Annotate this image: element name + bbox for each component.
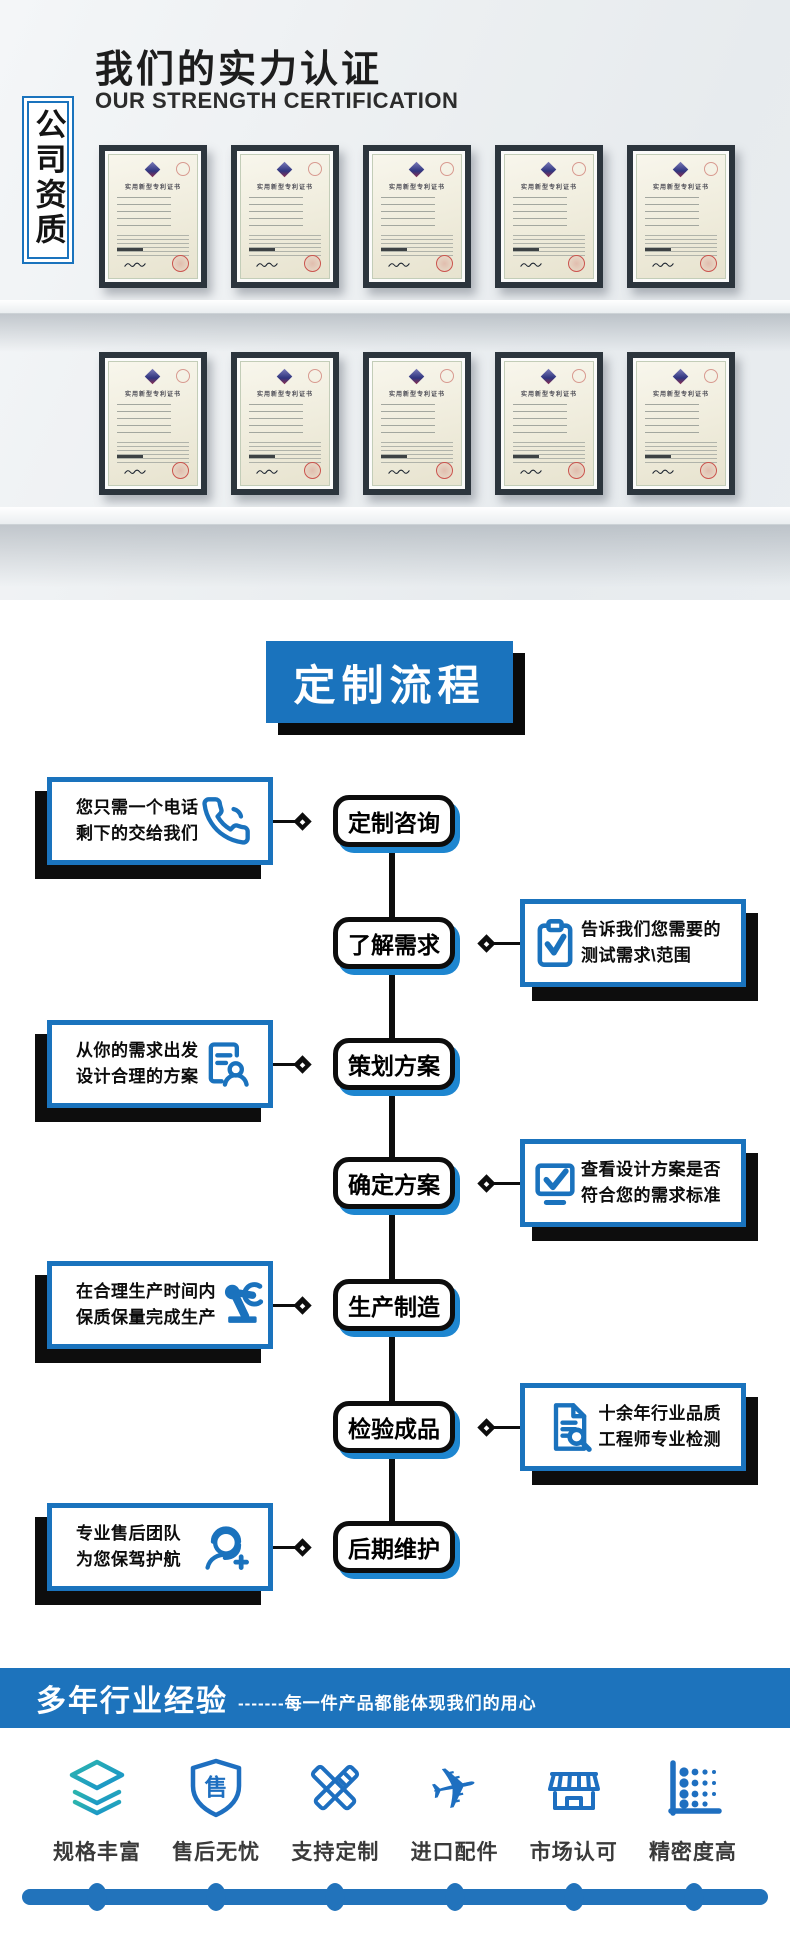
flow-connector: [494, 1182, 520, 1185]
signature-icon: [388, 469, 410, 474]
flow-step-box-5: 在合理生产时间内 保质保量完成生产: [35, 1261, 273, 1363]
crossed-tools-icon: [278, 1752, 392, 1826]
feature-item: 精密度高: [636, 1752, 750, 1866]
certificate-frame: 实用新型专利证书: [99, 145, 207, 288]
page-subtitle: OUR STRENGTH CERTIFICATION: [95, 88, 459, 113]
connector-diamond-icon: [293, 1296, 312, 1315]
document-user-icon: [200, 1038, 252, 1090]
feature-item: 支持定制: [278, 1752, 392, 1866]
signature-icon: [520, 262, 542, 267]
certificate-seal: [116, 248, 190, 272]
timeline-dot: [87, 1883, 107, 1911]
certificate-frame: 实用新型专利证书: [363, 352, 471, 495]
flow-connector: [273, 1304, 299, 1307]
experience-tagline: -------每一件产品都能体现我们的用心: [238, 1693, 537, 1713]
feature-label: 精密度高: [648, 1841, 737, 1864]
flow-node-7: 后期维护: [333, 1521, 455, 1573]
feature-item: 规格丰富: [40, 1752, 154, 1866]
timeline-dot: [445, 1883, 465, 1911]
flow-node-4: 确定方案: [333, 1157, 455, 1209]
flow-step-box-1: 您只需一个电话 剩下的交给我们: [35, 777, 273, 879]
feature-label: 售后无忧: [172, 1841, 261, 1864]
certificate-frame: 实用新型专利证书: [99, 352, 207, 495]
experience-heading: 多年行业经验: [36, 1685, 228, 1718]
screen-check-icon: [529, 1157, 581, 1209]
flow-node-6: 检验成品: [333, 1401, 455, 1453]
certificate-frame: 实用新型专利证书: [627, 352, 735, 495]
flow-banner: 定制流程: [266, 641, 513, 723]
feature-item: 售 售后无忧: [159, 1752, 273, 1866]
flow-node-2: 了解需求: [333, 917, 455, 969]
timeline-dot: [684, 1883, 704, 1911]
flow-connector: [494, 1426, 520, 1429]
certificate-frame: 实用新型专利证书: [495, 352, 603, 495]
connector-diamond-icon: [293, 812, 312, 831]
flow-connector: [273, 1546, 299, 1549]
connector-diamond-icon: [293, 1055, 312, 1074]
signature-icon: [652, 469, 674, 474]
clipboard-check-icon: [529, 917, 581, 969]
connector-diamond-icon: [293, 1538, 312, 1557]
flow-node-1: 定制咨询: [333, 795, 455, 847]
certificate-paper: 实用新型专利证书: [108, 154, 198, 279]
certificate-title: 实用新型专利证书: [124, 185, 181, 191]
timeline-dot: [564, 1883, 584, 1911]
company-qualification-label: 公司资质: [30, 108, 66, 248]
flow-step-box-7: 专业售后团队 为您保驾护航: [35, 1503, 273, 1605]
signature-icon: [388, 262, 410, 267]
certificate-frame: 实用新型专利证书: [495, 145, 603, 288]
layers-icon: [40, 1752, 154, 1826]
certificate-frame: 实用新型专利证书: [627, 145, 735, 288]
storefront-icon: [517, 1752, 631, 1826]
flow-step-box-2: 告诉我们您需要的 测试需求\范围: [520, 899, 758, 1001]
signature-icon: [124, 262, 146, 267]
flow-step-box-3: 从你的需求出发 设计合理的方案: [35, 1020, 273, 1122]
certificate-frame: 实用新型专利证书: [231, 145, 339, 288]
headset-user-icon: [200, 1521, 252, 1573]
flow-node-5: 生产制造: [333, 1279, 455, 1331]
flow-node-3: 策划方案: [333, 1038, 455, 1090]
feature-label: 进口配件: [410, 1841, 499, 1864]
feature-row: 规格丰富 售 售后无忧 支持定制 ✈ 进口配件: [40, 1752, 750, 1866]
svg-text:售: 售: [205, 1774, 228, 1800]
flow-step-box-6: 十余年行业品质 工程师专业检测: [520, 1383, 758, 1485]
experience-bar: 多年行业经验 -------每一件产品都能体现我们的用心: [0, 1668, 790, 1728]
signature-icon: [520, 469, 542, 474]
timeline-dot: [206, 1883, 226, 1911]
feature-label: 支持定制: [291, 1841, 380, 1864]
signature-icon: [652, 262, 674, 267]
connector-diamond-icon: [477, 934, 496, 953]
airplane-icon: ✈: [423, 1751, 485, 1826]
flow-connector: [494, 942, 520, 945]
shelf-shadow: [0, 314, 790, 352]
signature-icon: [256, 262, 278, 267]
feature-label: 规格丰富: [53, 1841, 141, 1864]
connector-diamond-icon: [477, 1418, 496, 1437]
shelf-shadow: [0, 525, 790, 587]
page-title: 我们的实力认证: [95, 49, 383, 91]
timeline-bar: [22, 1889, 768, 1905]
robot-arm-icon: [216, 1279, 268, 1331]
certificate-frame: 实用新型专利证书: [231, 352, 339, 495]
certificate-mat: 实用新型专利证书: [105, 151, 201, 282]
feature-item: 市场认可: [517, 1752, 631, 1866]
flow-connector: [273, 820, 299, 823]
precision-dots-icon: [636, 1752, 750, 1826]
connector-diamond-icon: [477, 1174, 496, 1193]
timeline-dot: [325, 1883, 345, 1911]
certification-wall-section: 我们的实力认证 OUR STRENGTH CERTIFICATION 公司资质 …: [0, 0, 790, 600]
certificate-frame: 实用新型专利证书: [363, 145, 471, 288]
document-search-icon: [543, 1401, 595, 1453]
shelf: [0, 300, 790, 314]
phone-icon: [200, 795, 252, 847]
shield-icon: 售: [159, 1752, 273, 1826]
shelf: [0, 507, 790, 525]
signature-icon: [124, 469, 146, 474]
flow-connector: [273, 1063, 299, 1066]
company-qualification-badge: 公司资质: [22, 96, 74, 264]
feature-label: 市场认可: [529, 1841, 618, 1864]
signature-icon: [256, 469, 278, 474]
feature-item: ✈ 进口配件: [398, 1752, 512, 1866]
flow-step-box-4: 查看设计方案是否 符合您的需求标准: [520, 1139, 758, 1241]
